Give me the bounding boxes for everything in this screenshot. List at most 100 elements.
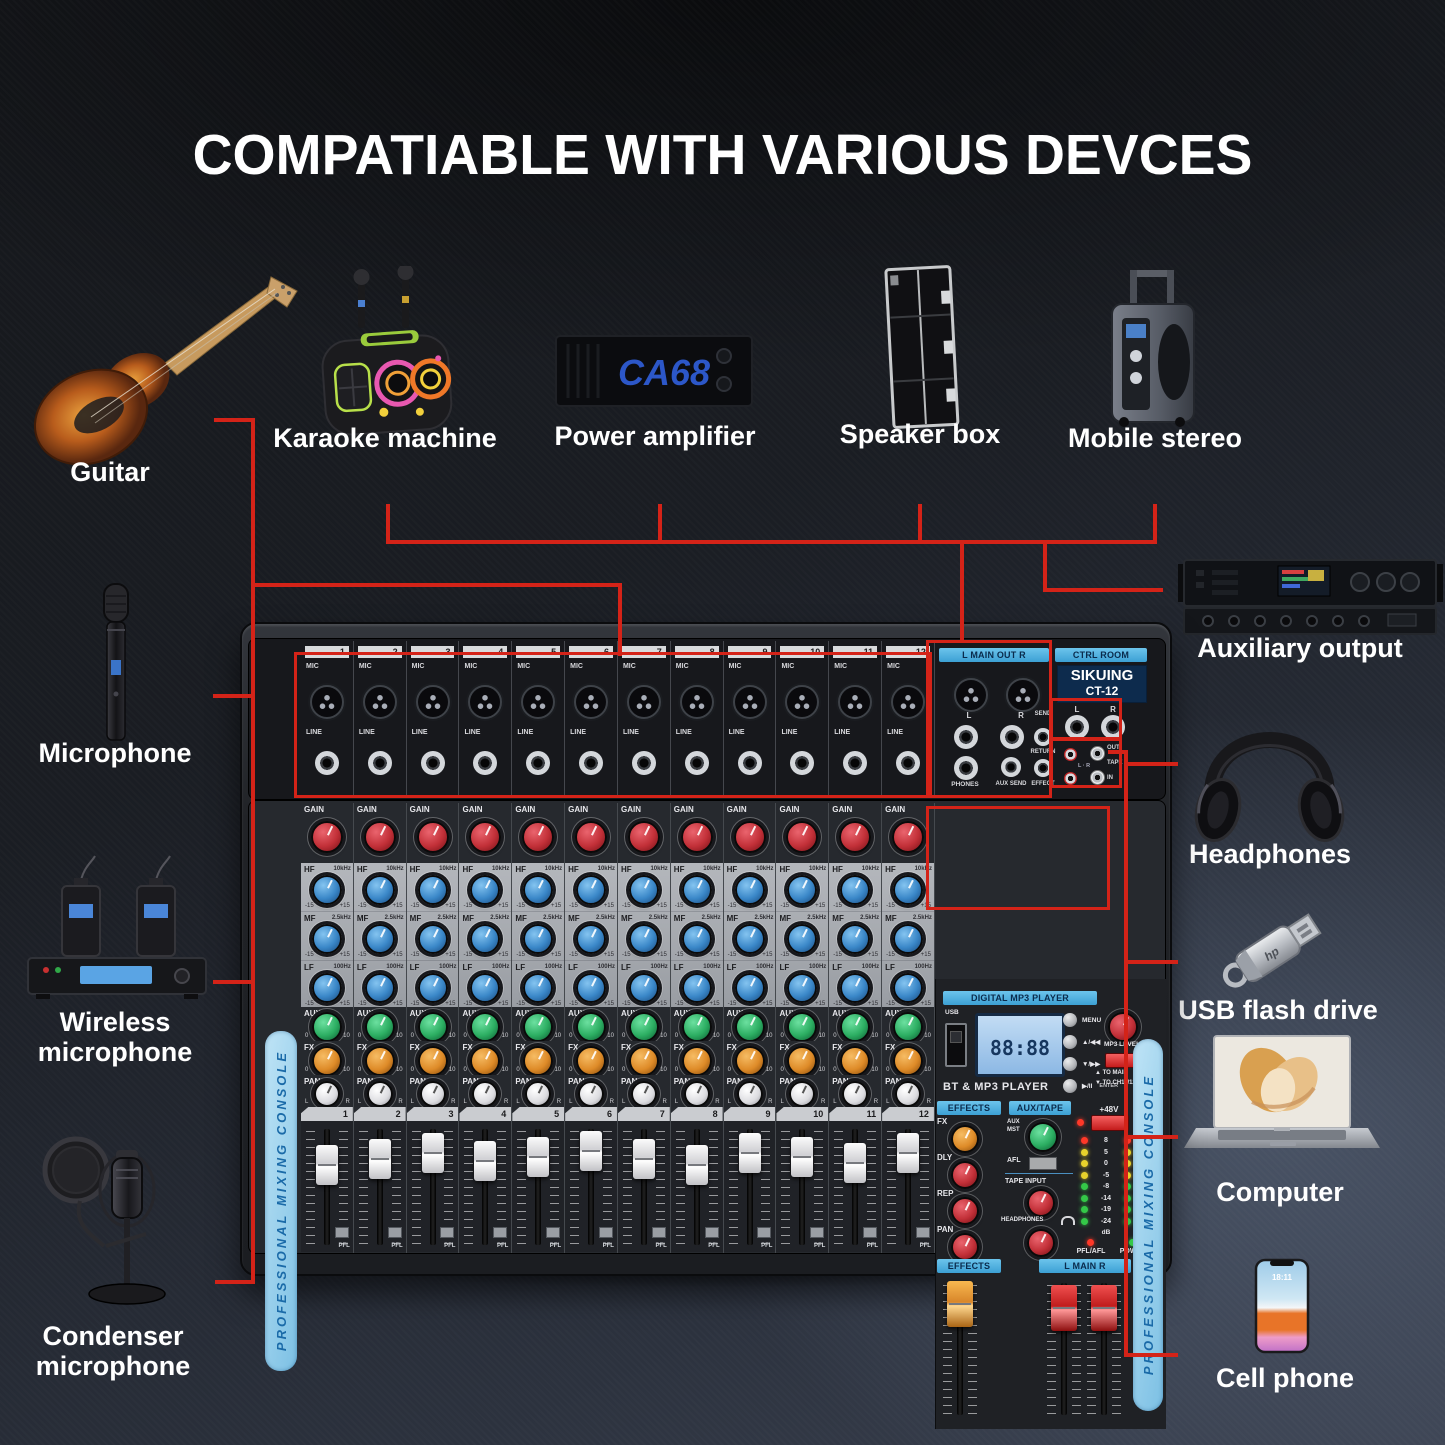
mic-xlr-connector xyxy=(415,685,450,719)
lf-freq-label: 100Hz xyxy=(333,964,351,970)
hf-knob xyxy=(681,875,712,905)
lf-freq-label: 100Hz xyxy=(703,964,721,970)
meter-led-left xyxy=(1081,1137,1088,1145)
line-jack xyxy=(526,751,551,775)
pfl-button xyxy=(440,1227,455,1238)
mf-freq-label: 2.5kHz xyxy=(807,915,827,921)
mp3-button xyxy=(1063,1013,1077,1027)
pan-r: R xyxy=(820,1099,826,1105)
strip-channel-number: 11 xyxy=(829,1107,882,1121)
fader-cap xyxy=(421,1133,444,1173)
eq-max: +15 xyxy=(550,903,562,909)
eq-section: HF 10kHz -15 +15 MF 2.5kHz -15 +15 LF 10… xyxy=(829,863,882,1007)
lvl-min: 0 xyxy=(463,1033,467,1039)
afl-label: AFL xyxy=(1007,1157,1021,1164)
lvl-max: 10 xyxy=(501,1033,509,1039)
fx-label: FX xyxy=(832,1043,843,1052)
hf-knob xyxy=(311,875,342,905)
pan-l: L xyxy=(780,1099,784,1105)
eq-min: -15 xyxy=(886,1001,895,1007)
meter-led-left xyxy=(1081,1183,1088,1191)
mp3-button-label: MENU xyxy=(1082,1016,1102,1024)
eq-max: +15 xyxy=(550,952,562,958)
speaker-box-label: Speaker box xyxy=(839,419,1001,449)
fx-label: FX xyxy=(779,1043,790,1052)
karaoke-machine-icon xyxy=(321,266,453,436)
lvl-min: 0 xyxy=(833,1033,837,1039)
mp3-button-label: ▼/▶▶ xyxy=(1082,1061,1101,1068)
mp3-player-label: BT & MP3 PLAYER xyxy=(943,1081,1049,1093)
fx-label: FX xyxy=(356,1043,368,1052)
fader-scale-left xyxy=(675,1131,685,1244)
mf-label: MF xyxy=(673,914,686,923)
gain-label: GAIN xyxy=(726,805,747,814)
lvl-min: 0 xyxy=(569,1033,573,1039)
lf-knob xyxy=(417,973,448,1003)
mp3-button xyxy=(1063,1035,1077,1049)
gain-knob xyxy=(786,821,819,853)
tape-lr-label: L · R xyxy=(1077,763,1091,769)
tape-out-r-rca xyxy=(1090,746,1105,761)
fader-scale-left xyxy=(306,1131,315,1244)
aux-section: AUX 0 10 xyxy=(723,1007,776,1042)
fx-knob xyxy=(470,1046,501,1076)
line-jack xyxy=(737,751,762,775)
lvl-min: 0 xyxy=(569,1067,573,1073)
mobile-stereo-icon xyxy=(1111,270,1195,427)
main-out-r-label: R xyxy=(1018,711,1024,720)
phones-label: PHONES xyxy=(951,781,979,788)
mic-xlr-connector xyxy=(732,685,767,719)
eq-min: -15 xyxy=(674,903,684,909)
mp3-button-row: ▲/◀◀ xyxy=(1063,1031,1143,1053)
hf-knob xyxy=(628,875,659,905)
aux-section: AUX 0 10 xyxy=(882,1007,934,1042)
pan-r: R xyxy=(873,1099,879,1105)
gain-section: GAIN xyxy=(670,803,723,863)
eq-hf-row: HF 10kHz -15 +15 xyxy=(882,863,934,912)
mf-knob xyxy=(840,924,871,954)
meter-value: -8 xyxy=(1102,1183,1110,1191)
aux-section: AUX 0 10 xyxy=(406,1007,459,1042)
lf-freq-label: 100Hz xyxy=(756,964,774,970)
pan-label: PAN xyxy=(356,1077,374,1086)
eq-mf-row: MF 2.5kHz -15 +15 xyxy=(565,912,617,961)
line-label: LINE xyxy=(781,729,798,736)
channel-strip: GAIN HF 10kHz -15 +15 MF 2.5kHz -15 +15 … xyxy=(776,803,830,1253)
effects-knob-row: PAN xyxy=(935,1225,987,1261)
connector-line-condenser-mic xyxy=(215,1280,255,1284)
eq-section: HF 10kHz -15 +15 MF 2.5kHz -15 +15 LF 10… xyxy=(406,863,459,1007)
lf-label: LF xyxy=(726,963,737,972)
mic-label: MIC xyxy=(306,663,319,670)
eq-mf-row: MF 2.5kHz -15 +15 xyxy=(882,912,934,961)
hf-label: HF xyxy=(304,865,315,874)
eq-min: -15 xyxy=(569,903,578,909)
lvl-max: 10 xyxy=(712,1033,720,1039)
fader-section: PFL xyxy=(565,1121,617,1252)
mic-xlr-connector xyxy=(785,685,820,719)
microphone-icon xyxy=(103,583,129,741)
fader-track xyxy=(640,1129,647,1245)
gain-section: GAIN xyxy=(459,803,512,863)
pan-knob xyxy=(578,1081,605,1107)
eq-hf-row: HF 10kHz -15 +15 xyxy=(617,863,670,912)
connector-line-wireless-mic xyxy=(213,980,255,984)
pfl-button xyxy=(387,1227,402,1238)
fx-label: FX xyxy=(462,1043,473,1052)
channel-input-column: 5 MIC LINE xyxy=(512,641,566,797)
mp3-display: 88:88 xyxy=(975,1013,1065,1077)
mic-xlr-connector xyxy=(521,685,556,719)
meter-led-left xyxy=(1081,1217,1088,1225)
strip-channel-number: 6 xyxy=(565,1107,617,1121)
hf-freq-label: 10kHz xyxy=(439,866,457,872)
computer-icon xyxy=(1184,1035,1380,1148)
mp3-buttons: MENU ▲/◀◀ ▼/▶▶ ▶/II ENTER xyxy=(1063,1009,1143,1097)
fader-section: PFL xyxy=(670,1121,723,1252)
hf-freq-label: 10kHz xyxy=(597,866,615,872)
effects-knob-label: REP xyxy=(937,1189,954,1198)
fader-scale-left xyxy=(834,1131,844,1244)
gain-section: GAIN xyxy=(301,803,353,863)
afl-switch xyxy=(1029,1157,1057,1170)
mp3-button-label: ▲/◀◀ xyxy=(1082,1039,1101,1046)
strip-channel-number: 4 xyxy=(459,1107,512,1121)
